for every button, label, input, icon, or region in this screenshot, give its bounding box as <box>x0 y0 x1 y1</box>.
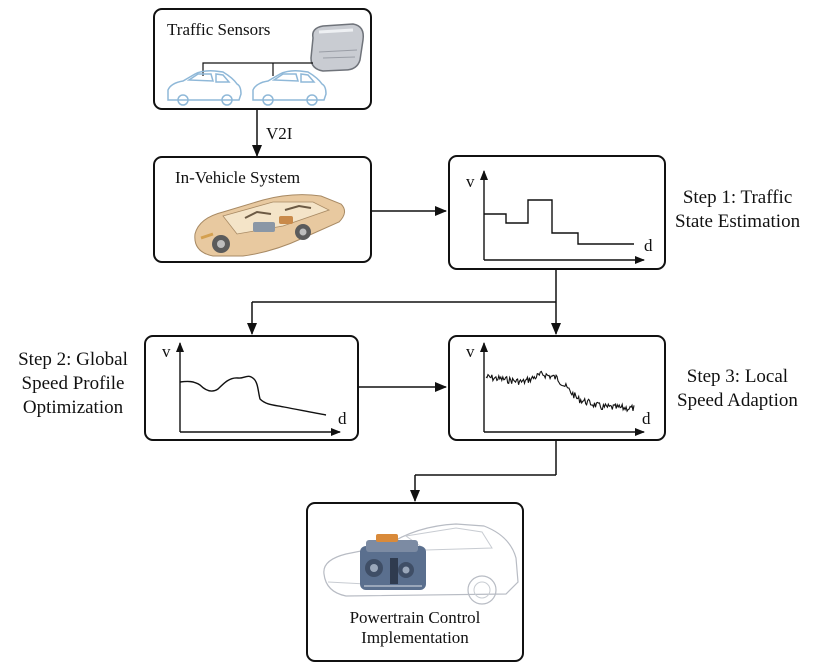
traffic-sensors-title: Traffic Sensors <box>167 20 271 39</box>
engine-car-icon <box>323 523 519 605</box>
powertrain-title-line1: Powertrain Control <box>349 608 481 627</box>
step3-plot: v d <box>466 342 651 436</box>
step3-v-label: v <box>466 342 475 361</box>
step2-speed-curve <box>179 375 327 416</box>
car-cutaway-icon <box>194 194 345 257</box>
step2-label-line1: Step 2: Global <box>18 349 128 370</box>
step1-speed-curve <box>484 199 634 245</box>
step1-label: Step 1: Traffic State Estimation <box>675 186 800 234</box>
car-outline-icon <box>167 70 242 106</box>
sensor-unit-icon <box>310 23 365 72</box>
step3-d-label: d <box>642 409 651 428</box>
step2-label-line3: Optimization <box>22 397 124 418</box>
step1-plot-box: v d <box>448 155 666 270</box>
step2-v-label: v <box>162 342 171 361</box>
traffic-sensors-graphic <box>167 23 365 106</box>
step3-label-line2: Speed Adaption <box>677 390 798 411</box>
v2i-label: V2I <box>266 124 293 143</box>
step2-label: Step 2: Global Speed Profile Optimizatio… <box>6 348 140 420</box>
powertrain-title-line2: Implementation <box>361 628 469 647</box>
powertrain-title: Powertrain Control Implementation <box>308 608 522 648</box>
step1-label-line1: Step 1: Traffic <box>682 187 793 208</box>
step3-label-line1: Step 3: Local <box>686 366 789 387</box>
step2-d-label: d <box>338 409 347 428</box>
step3-label: Step 3: Local Speed Adaption <box>677 365 798 413</box>
step1-label-line2: State Estimation <box>675 211 801 232</box>
step2-plot: v d <box>162 342 347 436</box>
powertrain-box: Powertrain Control Implementation <box>306 502 524 662</box>
step2-plot-box: v d <box>144 335 359 441</box>
step1-d-label: d <box>644 236 653 255</box>
step2-label-line2: Speed Profile <box>21 373 125 394</box>
step3-plot-box: v d <box>448 335 666 441</box>
step1-v-label: v <box>466 172 475 191</box>
in-vehicle-system-box: In-Vehicle System <box>153 156 372 263</box>
step3-speed-curve <box>485 370 635 413</box>
in-vehicle-system-title: In-Vehicle System <box>175 168 301 187</box>
car-outline-icon <box>252 70 327 106</box>
step1-plot: v d <box>466 170 653 264</box>
traffic-sensors-box: Traffic Sensors <box>153 8 372 110</box>
